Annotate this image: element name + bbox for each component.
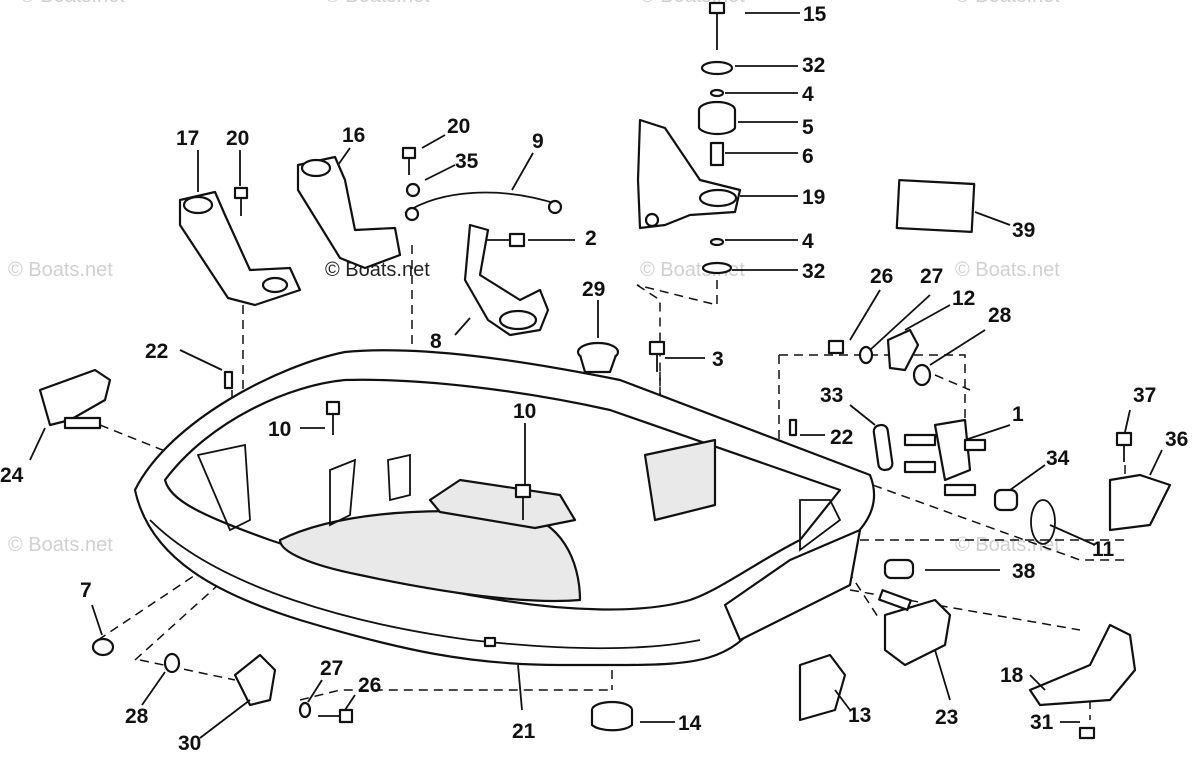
callout-22: 22	[145, 340, 168, 363]
callout-17: 17	[176, 127, 199, 150]
callout-27: 27	[920, 265, 943, 288]
callout-27: 27	[320, 657, 343, 680]
callout-2: 2	[585, 227, 597, 250]
callout-26: 26	[870, 265, 893, 288]
latch-hardware	[827, 328, 932, 387]
callout-19: 19	[802, 186, 825, 209]
leader-lines	[29, 12, 1163, 739]
callout-4: 4	[802, 230, 814, 253]
callout-20: 20	[226, 127, 249, 150]
mount-part-8	[463, 223, 550, 337]
watermark: © Boats.net	[955, 534, 1060, 556]
callout-1: 1	[1012, 403, 1024, 426]
watermark: © Boats.net	[8, 534, 113, 556]
callout-32: 32	[802, 260, 825, 283]
callout-24: 24	[0, 464, 24, 487]
callout-7: 7	[80, 579, 92, 602]
callout-13: 13	[848, 704, 871, 727]
callout-11: 11	[1092, 538, 1115, 561]
callout-39: 39	[1012, 219, 1035, 242]
callout-22: 22	[830, 426, 853, 449]
callout-35: 35	[455, 150, 479, 173]
hose-parts	[883, 488, 1056, 580]
watermark: © Boats.net	[955, 259, 1060, 281]
small-hardware	[223, 146, 798, 520]
callout-10: 10	[513, 400, 536, 423]
lever-part-18	[1028, 623, 1137, 740]
callout-26: 26	[358, 674, 381, 697]
bracket-part-16	[296, 155, 402, 270]
callout-23: 23	[935, 706, 958, 729]
watermark-dark: © Boats.net	[325, 259, 430, 281]
grommet-part-29	[576, 341, 620, 374]
callout-32: 32	[802, 54, 825, 77]
bracket-part-19	[636, 118, 742, 230]
fitting-part-1	[903, 418, 987, 497]
callout-10: 10	[268, 418, 291, 441]
watermark: © Boats.net	[20, 0, 125, 7]
bracket-part-17	[178, 190, 302, 307]
callout-34: 34	[1046, 447, 1070, 470]
callout-6: 6	[802, 145, 814, 168]
callout-9: 9	[532, 130, 544, 153]
bottom-left-hardware	[91, 637, 354, 724]
callout-31: 31	[1030, 711, 1054, 734]
bracket-part-36	[1108, 431, 1172, 532]
cover-part-13	[798, 653, 847, 722]
latch-handle-part-24	[38, 368, 112, 430]
callout-15: 15	[803, 3, 827, 26]
callout-33: 33	[820, 384, 843, 407]
callout-38: 38	[1012, 560, 1036, 583]
ground-cable-part-9	[404, 191, 563, 222]
callout-37: 37	[1133, 384, 1156, 407]
callout-3: 3	[712, 348, 724, 371]
callout-30: 30	[178, 732, 201, 755]
latch-handle-part-23	[878, 589, 952, 667]
watermark: © Boats.net	[325, 0, 430, 7]
callout-12: 12	[952, 287, 975, 310]
watermark: © Boats.net	[640, 0, 745, 7]
callout-28: 28	[125, 705, 149, 728]
watermark: © Boats.net	[955, 0, 1060, 7]
callout-29: 29	[582, 278, 605, 301]
callout-28: 28	[988, 304, 1012, 327]
callout-labels: 15 32 4 5 6 19 4 32 17 20 16 20 35 9 2 8…	[0, 3, 1188, 755]
callout-18: 18	[1000, 664, 1024, 687]
lower-pan-part-21	[133, 349, 875, 667]
callout-16: 16	[342, 124, 365, 147]
callout-36: 36	[1165, 428, 1188, 451]
plate-part-33	[872, 423, 894, 472]
decal-part-39	[895, 178, 976, 234]
callout-8: 8	[430, 330, 442, 353]
callout-20: 20	[447, 115, 470, 138]
grommet-part-14	[590, 700, 634, 732]
mount-stack	[697, 1, 737, 275]
watermark: © Boats.net	[8, 259, 113, 281]
callout-21: 21	[512, 720, 536, 743]
callout-4: 4	[802, 83, 814, 106]
callout-14: 14	[678, 712, 702, 735]
callout-5: 5	[802, 116, 814, 139]
